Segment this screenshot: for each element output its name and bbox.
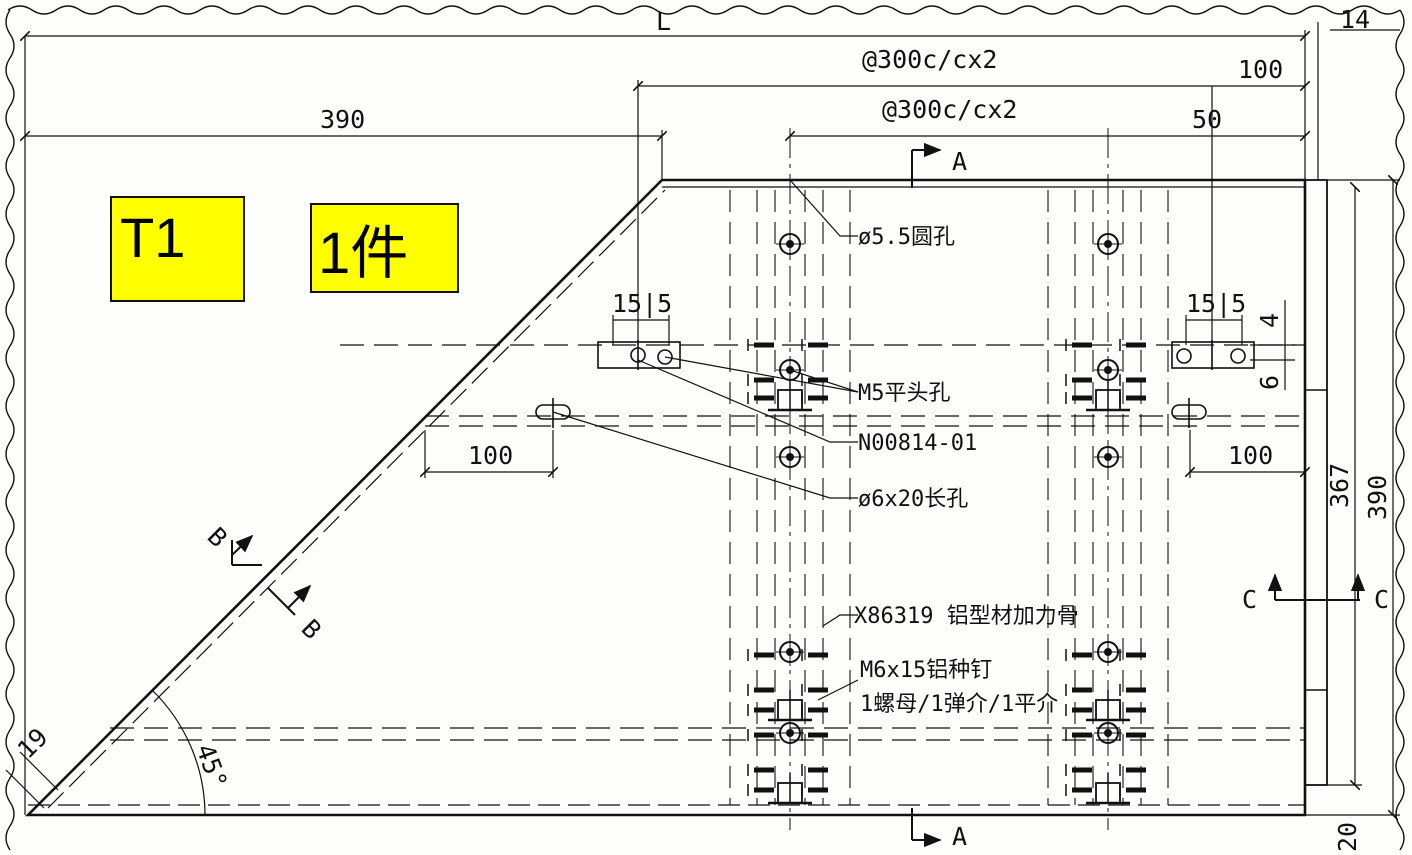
- section-c-right: C: [1374, 585, 1389, 614]
- section-a-bottom: A: [952, 822, 967, 851]
- leader-lines: [552, 179, 859, 701]
- dim-100-slot-left: 100: [468, 441, 513, 470]
- dim-19: 19: [12, 722, 54, 764]
- dim-367: 367: [1325, 463, 1354, 508]
- note-rivet-line1: M6x15铝种钉: [860, 658, 992, 683]
- quantity-tag: 1件: [310, 203, 459, 293]
- note-flat-head-hole: M5平头孔: [858, 381, 951, 406]
- section-b-top: B: [202, 522, 233, 553]
- dim-100-top: 100: [1238, 55, 1283, 84]
- note-rivet-line2: 1螺母/1弹介/1平介: [860, 692, 1058, 717]
- dim-15-5-left: 15|5: [612, 289, 672, 318]
- dimension-lines: [5, 22, 1400, 815]
- section-a-top: A: [952, 147, 967, 176]
- section-b-bottom: B: [296, 614, 327, 645]
- bracket-holes: [535, 340, 1255, 428]
- dim-6: 6: [1255, 375, 1284, 390]
- hidden-lines: [110, 344, 1305, 741]
- note-round-hole: ø5.5圆孔: [858, 225, 955, 250]
- dim-100-slot-right: 100: [1228, 441, 1273, 470]
- note-stiffener: X86319 铝型材加力骨: [854, 604, 1079, 629]
- dim-20: 20: [1333, 822, 1362, 852]
- note-part-number: N00814-01: [858, 431, 977, 456]
- dim-pitch-upper: @300c/cx2: [862, 45, 997, 74]
- dim-pitch-lower: @300c/cx2: [882, 95, 1017, 124]
- dim-overall-length: L: [656, 7, 671, 36]
- part-tag: T1: [110, 196, 245, 302]
- stiffener-lines: [729, 190, 1169, 805]
- section-marks: [231, 142, 1366, 848]
- section-c-left: C: [1242, 585, 1257, 614]
- dim-15-5-right: 15|5: [1186, 289, 1246, 318]
- dim-50: 50: [1192, 105, 1222, 134]
- dim-edge-14: 14: [1340, 5, 1370, 34]
- dim-390-right: 390: [1363, 475, 1392, 520]
- dim-4: 4: [1255, 313, 1284, 328]
- dim-angle-45: 45°: [190, 740, 233, 792]
- note-long-slot: ø6x20长孔: [858, 487, 968, 512]
- dim-390-left: 390: [320, 105, 365, 134]
